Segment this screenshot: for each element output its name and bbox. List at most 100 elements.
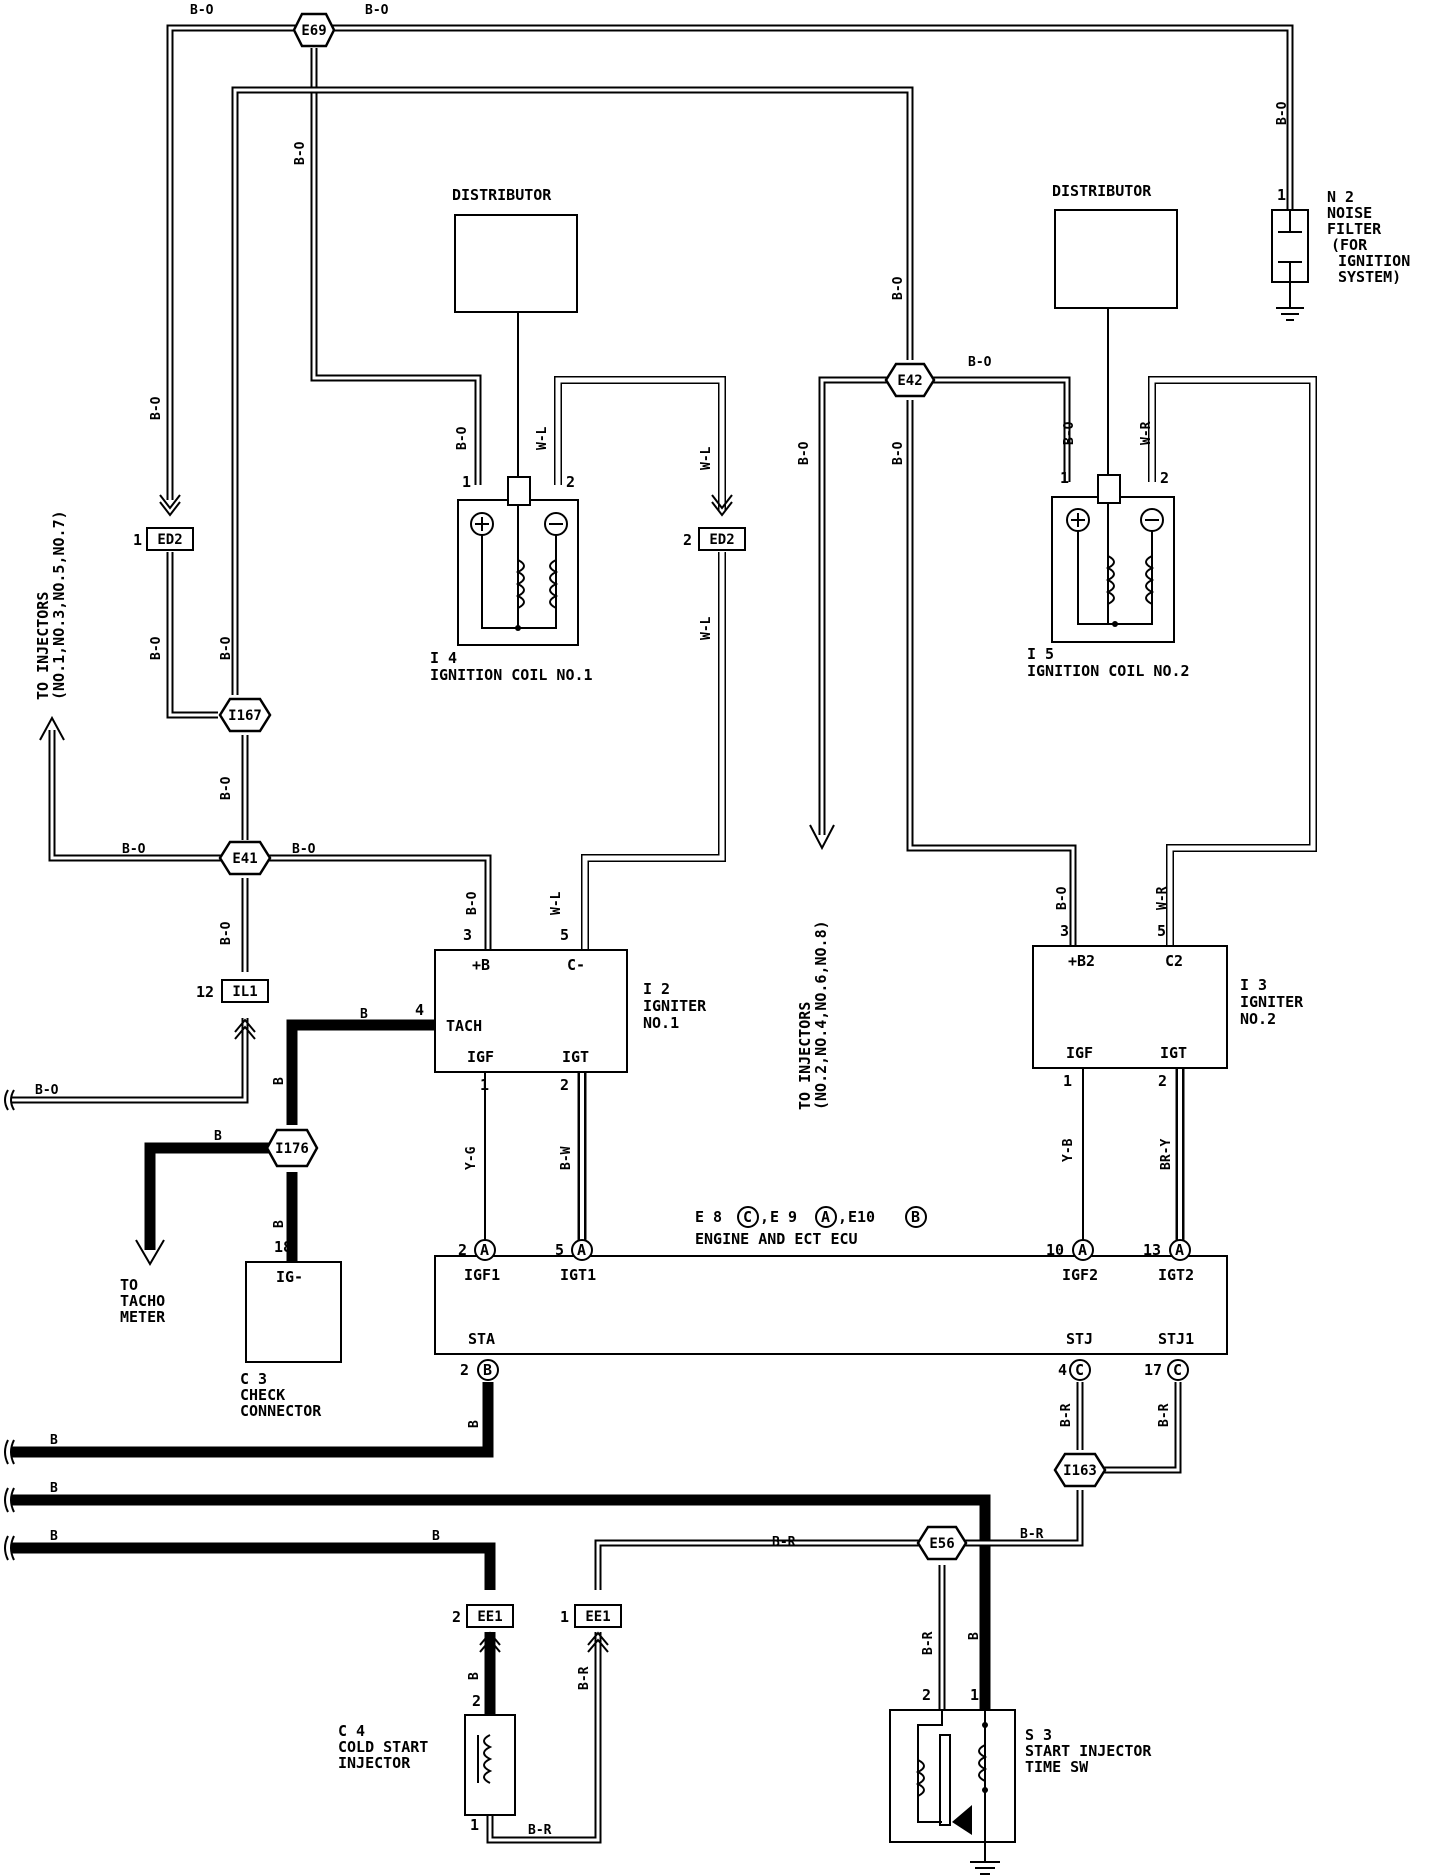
- svg-text:I167: I167: [228, 708, 262, 724]
- svg-text:10: 10: [1046, 1241, 1064, 1259]
- junction-e56: E56: [916, 1525, 968, 1561]
- svg-text:IGNITION: IGNITION: [1338, 252, 1410, 270]
- svg-text:B: B: [911, 1208, 920, 1226]
- svg-text:E10: E10: [848, 1208, 875, 1226]
- svg-text:IGF1: IGF1: [464, 1266, 500, 1284]
- svg-text:3: 3: [463, 926, 472, 944]
- svg-text:B: B: [483, 1361, 492, 1379]
- junction-i167: I167: [218, 697, 272, 733]
- svg-text:B-O: B-O: [891, 441, 906, 465]
- svg-text:W-R: W-R: [1139, 421, 1154, 445]
- arrows: [39, 494, 835, 1653]
- svg-text:C 4: C 4: [338, 1722, 365, 1740]
- start-injector-time-sw: 2 1 S 3 START INJECTOR TIME SW: [889, 1686, 1152, 1843]
- svg-text:2: 2: [452, 1608, 461, 1626]
- wire-bo-e42-injectors: [818, 376, 893, 835]
- wire-bo-e41-injectors: [48, 730, 225, 862]
- connector-ee1-right: EE1 1: [560, 1604, 622, 1628]
- check-connector: IG- 18 C 3 CHECK CONNECTOR: [240, 1238, 342, 1420]
- wire-layer: [12, 24, 1317, 1875]
- svg-text:S 3: S 3: [1025, 1726, 1052, 1744]
- svg-text:W-L: W-L: [549, 891, 564, 915]
- wire-b-i176-tacho: [144, 1142, 275, 1250]
- svg-text:IG-: IG-: [276, 1268, 303, 1286]
- svg-text:B-O: B-O: [122, 842, 146, 857]
- wire-wl-ed2-igniter1: [581, 552, 726, 955]
- svg-text:C 3: C 3: [240, 1370, 267, 1388]
- svg-text:STA: STA: [468, 1330, 495, 1348]
- svg-text:IGNITION COIL NO.1: IGNITION COIL NO.1: [430, 666, 593, 684]
- connector-ee1-left: EE1 2: [452, 1604, 514, 1628]
- break-marks: [4, 1089, 15, 1561]
- wire-bo-e41-igniter1: [265, 854, 492, 955]
- svg-text:TO: TO: [120, 1276, 138, 1294]
- svg-text:B-O: B-O: [292, 842, 316, 857]
- svg-text:SYSTEM): SYSTEM): [1338, 268, 1401, 286]
- svg-text:I 4: I 4: [430, 649, 457, 667]
- wire-b-ee1: [12, 1542, 496, 1590]
- svg-text:IGF: IGF: [467, 1048, 494, 1066]
- to-injectors-2-label: TO INJECTORS (NO.2,NO.4,NO.6,NO.8): [796, 920, 830, 1110]
- svg-text:B: B: [50, 1481, 58, 1496]
- svg-text:METER: METER: [120, 1308, 166, 1326]
- igniter-1: +B C- TACH IGF IGT 3 5 4 1 2 I 2 IGNITER…: [415, 926, 707, 1094]
- svg-text:NO.2: NO.2: [1240, 1010, 1276, 1028]
- ignition-coil-2: 1 2 I 5 IGNITION COIL NO.2: [1027, 469, 1190, 680]
- svg-text:1: 1: [480, 1076, 489, 1094]
- svg-text:2: 2: [472, 1692, 481, 1710]
- connector-il1: IL1 12: [196, 979, 269, 1003]
- svg-text:E 9: E 9: [770, 1208, 797, 1226]
- svg-text:W-R: W-R: [1155, 886, 1170, 910]
- svg-text:1: 1: [133, 531, 142, 549]
- svg-text:5: 5: [560, 926, 569, 944]
- svg-text:TIME SW: TIME SW: [1025, 1758, 1089, 1776]
- wire-bo-ed2-i167: [166, 552, 218, 719]
- svg-text:C2: C2: [1165, 952, 1183, 970]
- cold-start-injector: 2 1 C 4 COLD START INJECTOR: [338, 1692, 516, 1834]
- svg-text:B-R: B-R: [1059, 1403, 1074, 1427]
- svg-text:A: A: [1078, 1241, 1087, 1259]
- svg-text:IGT2: IGT2: [1158, 1266, 1194, 1284]
- junction-e69: E69: [292, 12, 336, 48]
- svg-text:B-O: B-O: [797, 441, 812, 465]
- svg-text:2: 2: [683, 531, 692, 549]
- svg-text:W-L: W-L: [699, 446, 714, 470]
- svg-text:NO.1: NO.1: [643, 1014, 679, 1032]
- svg-text:,: ,: [838, 1208, 847, 1226]
- svg-text:NOISE: NOISE: [1327, 204, 1372, 222]
- svg-text:I 2: I 2: [643, 980, 670, 998]
- svg-text:B-O: B-O: [365, 3, 389, 18]
- svg-text:TACH: TACH: [446, 1017, 482, 1035]
- to-tacho-label: TO TACHO METER: [120, 1276, 166, 1326]
- svg-text:B: B: [272, 1220, 287, 1228]
- svg-text:EE1: EE1: [477, 1609, 502, 1625]
- svg-text:3: 3: [1060, 922, 1069, 940]
- svg-text:E41: E41: [232, 851, 257, 867]
- svg-text:W-L: W-L: [535, 426, 550, 450]
- svg-text:18: 18: [274, 1238, 292, 1256]
- wire-b-sta: [12, 1382, 494, 1458]
- svg-text:B: B: [432, 1529, 440, 1544]
- junction-e41: E41: [218, 840, 272, 876]
- svg-text:B: B: [467, 1672, 482, 1680]
- svg-text:B-R: B-R: [921, 1631, 936, 1655]
- svg-text:IGF2: IGF2: [1062, 1266, 1098, 1284]
- svg-text:12: 12: [196, 983, 214, 1001]
- svg-text:START INJECTOR: START INJECTOR: [1025, 1742, 1152, 1760]
- ignition-coil-1: 1 2 I 4 IGNITION COIL NO.1: [430, 473, 593, 684]
- svg-text:B-O: B-O: [219, 636, 234, 660]
- svg-text:2: 2: [1158, 1072, 1167, 1090]
- svg-text:B-O: B-O: [219, 776, 234, 800]
- svg-text:C: C: [743, 1208, 752, 1226]
- connector-ed2-right: ED2 2: [683, 527, 746, 551]
- svg-text:B: B: [360, 1007, 368, 1022]
- svg-text:IGT: IGT: [1160, 1044, 1187, 1062]
- svg-text:CHECK: CHECK: [240, 1386, 285, 1404]
- svg-text:STJ1: STJ1: [1158, 1330, 1194, 1348]
- svg-text:B: B: [967, 1632, 982, 1640]
- svg-text:B: B: [50, 1529, 58, 1544]
- svg-text:FILTER: FILTER: [1327, 220, 1382, 238]
- svg-text:(NO.1,NO.3,NO.5,NO.7): (NO.1,NO.3,NO.5,NO.7): [50, 510, 68, 700]
- svg-text:CONNECTOR: CONNECTOR: [240, 1402, 322, 1420]
